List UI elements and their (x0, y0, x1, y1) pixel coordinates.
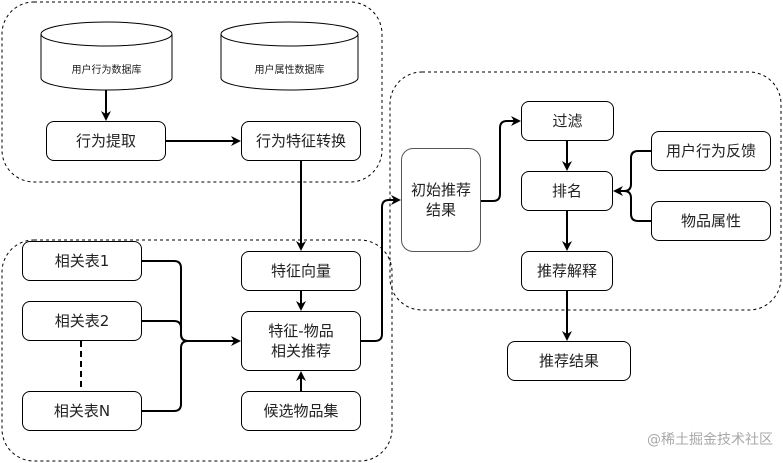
user-attribute-database-icon (220, 21, 359, 91)
related-table-2-node: 相关表2 (22, 301, 142, 341)
feature-item-recommend-node: 特征-物品 相关推荐 (241, 311, 361, 371)
rank-node: 排名 (521, 171, 613, 211)
initial-result-line1: 初始推荐 (410, 181, 471, 199)
final-result-node: 推荐结果 (507, 341, 631, 381)
item-attribute-node: 物品属性 (651, 201, 771, 241)
feature-item-recommend-line2: 相关推荐 (270, 342, 331, 360)
initial-result-node: 初始推荐 结果 (401, 148, 481, 252)
candidate-items-node: 候选物品集 (241, 391, 361, 431)
behavior-feature-transform-node: 行为特征转换 (241, 121, 361, 161)
edge-feedback-to-rank (613, 150, 651, 196)
user-attribute-database-label: 用户属性数据库 (254, 65, 325, 76)
post-process-group (389, 71, 782, 311)
edge-recommend-to-initial (361, 195, 401, 342)
edge-initial-to-filter (481, 116, 521, 202)
feature-item-recommend-line1: 特征-物品 (268, 322, 334, 340)
edge-tablen-to-recommend (142, 340, 189, 412)
feature-recommend-group (1, 239, 393, 462)
data-source-group (1, 1, 383, 183)
user-behavior-database-label: 用户行为数据库 (71, 65, 142, 76)
user-feedback-node: 用户行为反馈 (651, 131, 771, 171)
explain-node: 推荐解释 (521, 251, 613, 291)
edge-table1-to-recommend (142, 260, 241, 346)
filter-node: 过滤 (521, 101, 614, 141)
initial-result-line2: 结果 (425, 201, 456, 219)
watermark: @稀土掘金技术社区 (647, 432, 773, 448)
behavior-extract-node: 行为提取 (46, 121, 166, 161)
edge-attribute-to-rank (623, 190, 651, 222)
feature-vector-node: 特征向量 (241, 251, 361, 291)
user-behavior-database-icon (40, 21, 173, 91)
related-table-1-node: 相关表1 (22, 241, 142, 281)
related-table-n-node: 相关表N (22, 391, 142, 431)
edge-table2-to-recommend (142, 320, 189, 342)
